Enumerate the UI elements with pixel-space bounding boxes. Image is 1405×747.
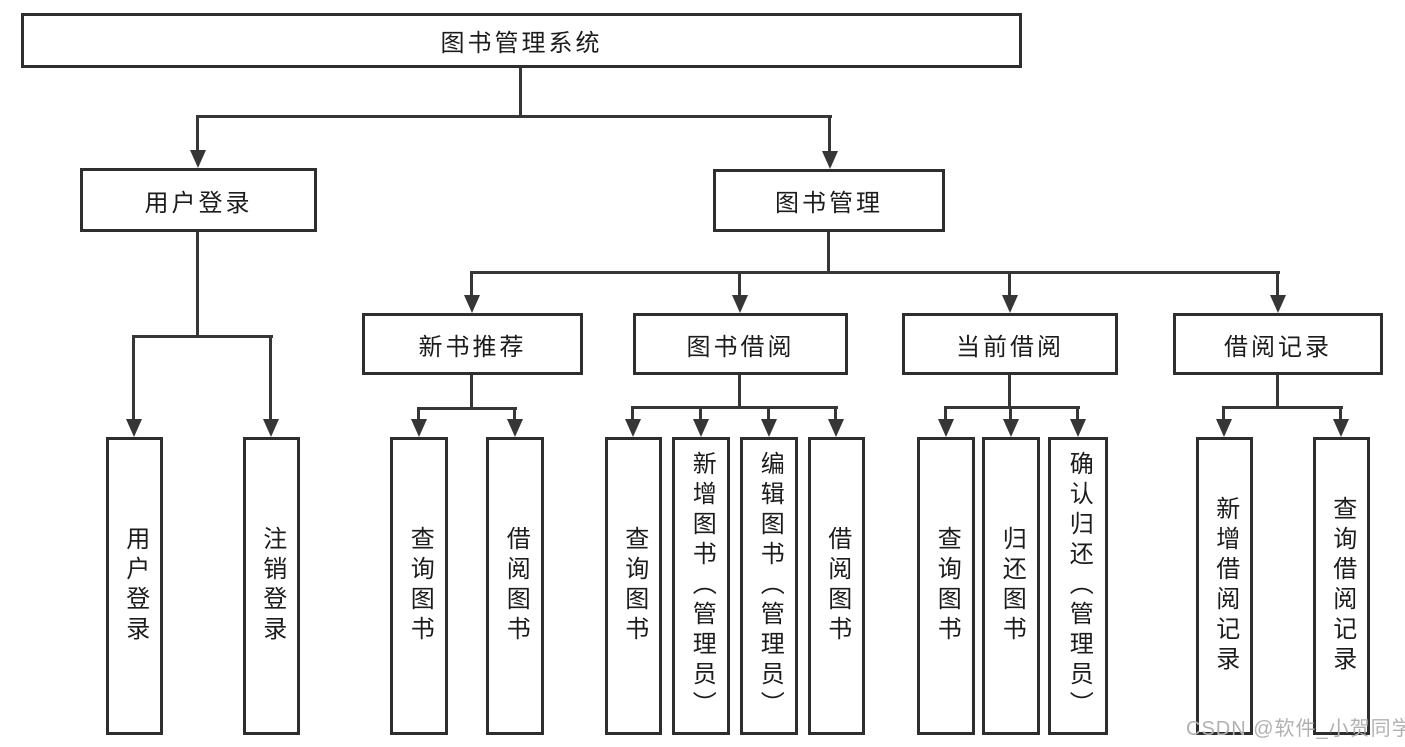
- leaf-label: 借阅图书: [823, 526, 851, 646]
- node-cb-query-book: 查询图书: [917, 437, 975, 735]
- leaf-label: 用户登录: [121, 526, 149, 646]
- node-current-borrow: 当前借阅: [902, 313, 1118, 375]
- connector-vline: [1276, 271, 1279, 299]
- arrowhead-icon: [190, 150, 206, 168]
- node-bb-edit-book-admin: 编辑图书（管理员）: [740, 437, 798, 735]
- node-cb-confirm-return-admin: 确认归还（管理员）: [1048, 437, 1108, 735]
- arrowhead-icon: [464, 295, 480, 313]
- leaf-label: 查询图书: [620, 526, 648, 646]
- arrowhead-icon: [1003, 419, 1019, 437]
- arrowhead-icon: [411, 419, 427, 437]
- connector-vline: [132, 335, 135, 423]
- arrowhead-icon: [938, 419, 954, 437]
- connector-vline: [827, 230, 830, 274]
- arrowhead-icon: [1270, 295, 1286, 313]
- connector-hline: [417, 407, 517, 410]
- connector-vline: [196, 115, 199, 155]
- node-user-login: 用户登录: [80, 168, 317, 232]
- arrowhead-icon: [822, 151, 838, 169]
- arrowhead-icon: [732, 295, 748, 313]
- leaf-label: 查询借阅记录: [1328, 496, 1356, 676]
- arrowhead-icon: [1070, 419, 1086, 437]
- connector-vline: [417, 407, 420, 424]
- leaf-label: 查询图书: [933, 526, 961, 646]
- watermark: CSDN @软件_小贺同学: [1186, 718, 1405, 740]
- connector-vline: [767, 406, 770, 424]
- arrowhead-icon: [828, 419, 844, 437]
- connector-vline: [1339, 406, 1342, 424]
- leaf-label: 注销登录: [258, 526, 286, 646]
- connector-hline: [470, 271, 1280, 274]
- connector-vline: [1076, 406, 1079, 424]
- leaf-label: 查询图书: [406, 526, 434, 646]
- connector-hline: [133, 335, 273, 338]
- arrowhead-icon: [693, 419, 709, 437]
- connector-vline: [513, 407, 516, 424]
- connector-vline: [470, 271, 473, 299]
- arrowhead-icon: [761, 419, 777, 437]
- node-root: 图书管理系统: [21, 13, 1022, 68]
- connector-vline: [196, 230, 199, 338]
- leaf-label: 编辑图书（管理员）: [756, 451, 784, 721]
- connector-vline: [834, 406, 837, 424]
- node-book-management: 图书管理: [713, 169, 945, 232]
- node-user-login-leaf: 用户登录: [106, 437, 163, 735]
- leaf-label: 归还图书: [998, 526, 1026, 646]
- node-nb-query-book: 查询图书: [390, 437, 448, 735]
- connector-vline: [1008, 373, 1011, 409]
- connector-vline: [699, 406, 702, 424]
- connector-hline: [944, 406, 1080, 409]
- leaf-label: 新增借阅记录: [1211, 496, 1239, 676]
- arrowhead-icon: [1216, 419, 1232, 437]
- node-borrow-record: 借阅记录: [1173, 313, 1383, 375]
- connector-vline: [1008, 271, 1011, 299]
- arrowhead-icon: [507, 419, 523, 437]
- connector-vline: [1009, 406, 1012, 424]
- connector-vline: [944, 406, 947, 424]
- node-nb-borrow-book: 借阅图书: [486, 437, 544, 735]
- leaf-label: 借阅图书: [502, 526, 530, 646]
- connector-vline: [269, 335, 272, 423]
- node-bb-borrow-book: 借阅图书: [808, 437, 865, 735]
- arrowhead-icon: [126, 419, 142, 437]
- arrowhead-icon: [1002, 295, 1018, 313]
- leaf-label: 确认归还（管理员）: [1065, 451, 1093, 721]
- arrowhead-icon: [625, 419, 641, 437]
- connector-vline: [631, 406, 634, 424]
- connector-vline: [738, 271, 741, 299]
- arrowhead-icon: [263, 419, 279, 437]
- connector-hline: [631, 406, 838, 409]
- node-bb-query-book: 查询图书: [605, 437, 662, 735]
- node-logout: 注销登录: [243, 437, 300, 735]
- connector-vline: [1276, 373, 1279, 409]
- node-bb-add-book-admin: 新增图书（管理员）: [672, 437, 730, 735]
- node-cb-return-book: 归还图书: [982, 437, 1040, 735]
- node-book-borrow: 图书借阅: [633, 313, 848, 375]
- node-br-query-record: 查询借阅记录: [1313, 437, 1370, 735]
- connector-vline: [470, 373, 473, 410]
- arrowhead-icon: [1333, 419, 1349, 437]
- leaf-label: 新增图书（管理员）: [688, 451, 716, 721]
- node-new-book-recommend: 新书推荐: [362, 313, 583, 375]
- connector-vline: [828, 115, 831, 155]
- connector-vline: [519, 66, 522, 117]
- connector-vline: [1222, 406, 1225, 424]
- connector-vline: [738, 373, 741, 409]
- node-br-add-record: 新增借阅记录: [1196, 437, 1253, 735]
- connector-hline: [1222, 406, 1343, 409]
- connector-hline: [196, 115, 832, 118]
